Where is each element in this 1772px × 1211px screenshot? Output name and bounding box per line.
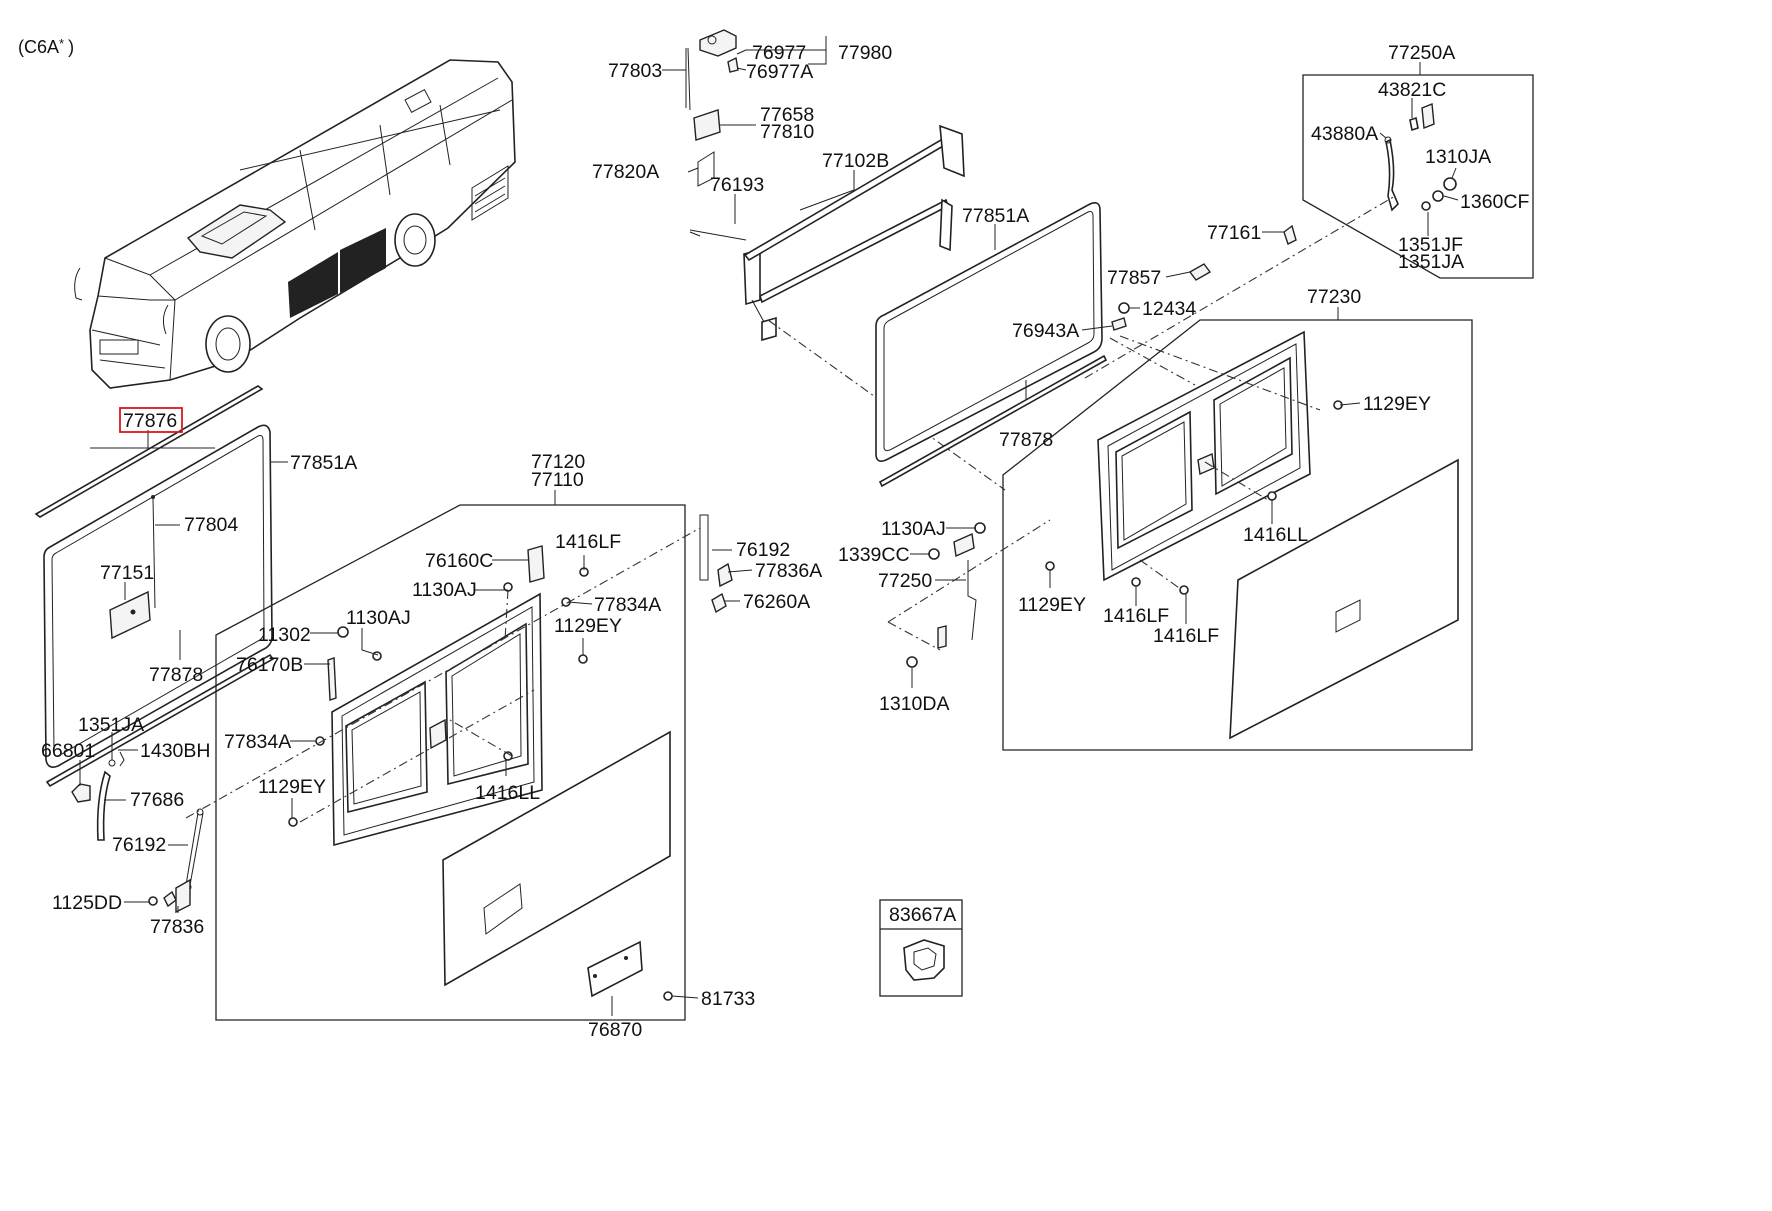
label-77110[interactable]: 77110 [531, 469, 584, 491]
label-77658[interactable]: 77658 [760, 104, 814, 126]
label-76192-mid[interactable]: 76192 [736, 539, 790, 561]
label-77878-left[interactable]: 77878 [149, 664, 203, 686]
bus-illustration [74, 59, 516, 389]
label-83667A[interactable]: 83667A [889, 904, 956, 926]
label-77120[interactable]: 77120 [531, 451, 585, 473]
label-77834A-b[interactable]: 77834A [224, 731, 291, 753]
label-77686[interactable]: 77686 [130, 789, 184, 811]
label-76192-left[interactable]: 76192 [112, 834, 166, 856]
label-1416LF-c[interactable]: 1416LF [1153, 625, 1219, 647]
label-77810[interactable]: 77810 [760, 121, 814, 143]
label-77820A[interactable]: 77820A [592, 161, 659, 183]
label-81733[interactable]: 81733 [701, 988, 755, 1010]
label-77851A-right[interactable]: 77851A [962, 205, 1029, 227]
label-1130AJ-a[interactable]: 1130AJ [412, 579, 477, 601]
label-1351JA-right[interactable]: 1351JA [1398, 251, 1464, 273]
label-1129EY-c[interactable]: 1129EY [1363, 393, 1431, 415]
label-77878-right[interactable]: 77878 [999, 429, 1053, 451]
label-1360CF[interactable]: 1360CF [1460, 191, 1529, 213]
label-1416LL-b[interactable]: 1416LL [1243, 524, 1308, 546]
center-door-assembly [148, 504, 733, 1021]
label-76943A[interactable]: 76943A [1012, 320, 1079, 342]
label-1416LF-a[interactable]: 1416LF [555, 531, 621, 553]
label-1339CC[interactable]: 1339CC [838, 544, 910, 566]
label-76977A[interactable]: 76977A [746, 61, 813, 83]
label-77151[interactable]: 77151 [100, 562, 154, 584]
label-1351JF[interactable]: 1351JF [1398, 234, 1463, 256]
label-1416LL-a[interactable]: 1416LL [475, 782, 540, 804]
label-77161[interactable]: 77161 [1207, 222, 1261, 244]
detail-box-77250A [1084, 74, 1534, 379]
left-window-assembly [34, 385, 275, 788]
label-77876[interactable]: 77876 [123, 410, 177, 432]
label-1351JA-left[interactable]: 1351JA [78, 714, 144, 736]
label-77836[interactable]: 77836 [150, 916, 204, 938]
part-box-83667A [879, 899, 963, 997]
label-76193[interactable]: 76193 [710, 174, 764, 196]
label-77250A[interactable]: 77250A [1388, 42, 1455, 64]
label-77250[interactable]: 77250 [878, 570, 932, 592]
label-1310DA[interactable]: 1310DA [879, 693, 949, 715]
label-1129EY-a[interactable]: 1129EY [554, 615, 622, 637]
label-77857[interactable]: 77857 [1107, 267, 1161, 289]
upper-mechanism [687, 29, 1006, 491]
label-77230[interactable]: 77230 [1307, 286, 1361, 308]
label-43880A[interactable]: 43880A [1311, 123, 1378, 145]
label-77803[interactable]: 77803 [608, 60, 662, 82]
label-77980[interactable]: 77980 [838, 42, 892, 64]
label-76160C[interactable]: 76160C [425, 550, 493, 572]
callout-labels: 77876 77851A 77804 77151 77878 1351JA 66… [41, 42, 1529, 1041]
label-1430BH[interactable]: 1430BH [140, 740, 210, 762]
label-77804[interactable]: 77804 [184, 514, 238, 536]
label-77836A[interactable]: 77836A [755, 560, 822, 582]
label-1416LF-b[interactable]: 1416LF [1103, 605, 1169, 627]
label-11302[interactable]: 11302 [258, 624, 311, 646]
leader-lines [79, 36, 1459, 1016]
label-43821C[interactable]: 43821C [1378, 79, 1446, 101]
label-77851A-left[interactable]: 77851A [290, 452, 357, 474]
model-code: (C6A*) [18, 36, 74, 57]
left-small-parts [71, 738, 204, 914]
label-1129EY-d[interactable]: 1129EY [1018, 594, 1086, 616]
highlight-box-77876 [119, 407, 183, 433]
label-66801[interactable]: 66801 [41, 740, 95, 762]
right-door-assembly [887, 319, 1473, 751]
label-1129EY-b[interactable]: 1129EY [258, 776, 326, 798]
label-76870[interactable]: 76870 [588, 1019, 642, 1041]
label-1130AJ-c[interactable]: 1130AJ [881, 518, 946, 540]
label-76977[interactable]: 76977 [752, 42, 806, 64]
label-76170B[interactable]: 76170B [236, 654, 303, 676]
label-77834A-a[interactable]: 77834A [594, 594, 661, 616]
label-1310JA[interactable]: 1310JA [1425, 146, 1491, 168]
label-76260A[interactable]: 76260A [743, 591, 810, 613]
label-1130AJ-b[interactable]: 1130AJ [346, 607, 411, 629]
label-12434[interactable]: 12434 [1142, 298, 1196, 320]
label-1125DD[interactable]: 1125DD [52, 892, 122, 914]
right-window-assembly [875, 202, 1297, 488]
label-77102B[interactable]: 77102B [822, 150, 889, 172]
